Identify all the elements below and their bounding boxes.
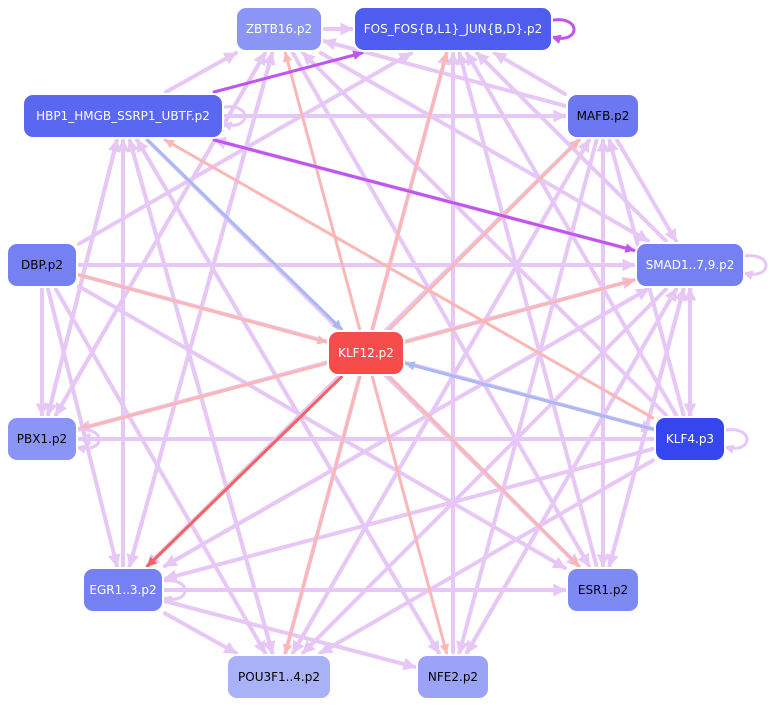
node-egr[interactable]: EGR1..3.p2 [82, 567, 164, 613]
edge-hbp1-to-fos [212, 50, 364, 94]
self-loop-layer [72, 18, 768, 605]
node-klf4[interactable]: KLF4.p3 [654, 416, 726, 462]
node-label: POU3F1..4.p2 [238, 670, 320, 684]
node-box[interactable] [416, 654, 490, 700]
node-label: HBP1_HMGB_SSRP1_UBTF.p2 [36, 109, 210, 123]
edge-nfe2-to-hbp1 [135, 138, 441, 655]
node-box[interactable] [6, 416, 78, 462]
edge-klf12-to-egr [146, 375, 343, 568]
node-fos[interactable]: FOS_FOS{B,L1}_JUN{B,D}.p2 [353, 6, 553, 52]
edge-hbp1-to-smad [212, 138, 636, 253]
node-label: KLF4.p3 [666, 432, 714, 446]
node-label: EGR1..3.p2 [89, 583, 156, 597]
edge-mafb-to-fos [492, 51, 567, 96]
node-label: FOS_FOS{B,L1}_JUN{B,D}.p2 [364, 22, 543, 36]
node-box[interactable] [353, 6, 553, 52]
edge-dbp-to-klf12 [77, 273, 328, 345]
node-hbp1[interactable]: HBP1_HMGB_SSRP1_UBTF.p2 [22, 93, 224, 139]
node-box[interactable] [226, 654, 332, 700]
edge-klf12-to-zbtb16 [283, 51, 362, 331]
node-nfe2[interactable]: NFE2.p2 [416, 654, 490, 700]
edge-klf12-to-smad [404, 277, 636, 344]
edge-pou3f1-to-mafb [290, 138, 592, 655]
node-zbtb16[interactable]: ZBTB16.p2 [235, 6, 323, 52]
edge-hbp1-to-klf12 [146, 138, 343, 331]
node-pbx1[interactable]: PBX1.p2 [6, 416, 78, 462]
edge-klf12-to-nfe2 [370, 375, 449, 655]
node-box[interactable] [82, 567, 164, 613]
edge-egr-to-pou3f1 [163, 611, 238, 655]
node-klf12[interactable]: KLF12.p2 [327, 330, 405, 376]
node-label: PBX1.p2 [17, 432, 67, 446]
edge-mafb-to-smad [615, 138, 678, 243]
node-mafb[interactable]: MAFB.p2 [566, 93, 640, 139]
node-label: KLF12.p2 [338, 346, 394, 360]
node-label: ESR1.p2 [578, 583, 628, 597]
edge-klf12-to-pou3f1 [283, 375, 362, 655]
node-box[interactable] [566, 93, 640, 139]
node-pou3f1[interactable]: POU3F1..4.p2 [226, 654, 332, 700]
self-loop-pbx1 [72, 428, 101, 454]
node-box[interactable] [22, 93, 224, 139]
self-loop-fos [547, 18, 576, 44]
node-label: NFE2.p2 [428, 670, 478, 684]
edge-pbx1-to-zbtb16 [53, 51, 268, 417]
node-label: DBP.p2 [21, 258, 63, 272]
edge-hbp1-to-zbtb16 [164, 51, 238, 94]
self-loop-smad [739, 254, 768, 280]
node-dbp[interactable]: DBP.p2 [6, 242, 78, 288]
edge-egr-to-smad [162, 287, 651, 568]
self-loop-klf4 [720, 428, 749, 454]
edge-zbtb16-to-esr1 [290, 51, 592, 568]
node-box[interactable] [327, 330, 405, 376]
node-smad[interactable]: SMAD1..7,9.p2 [635, 242, 745, 288]
node-label: SMAD1..7,9.p2 [646, 258, 735, 272]
node-label: MAFB.p2 [577, 109, 630, 123]
node-box[interactable] [6, 242, 78, 288]
node-box[interactable] [235, 6, 323, 52]
edge-dbp-to-esr1 [77, 284, 567, 570]
node-esr1[interactable]: ESR1.p2 [566, 567, 640, 613]
self-loop-hbp1 [218, 105, 247, 131]
edge-klf12-to-esr1 [388, 375, 581, 568]
edge-klf4-to-hbp1 [163, 138, 655, 420]
edge-layer [35, 22, 697, 671]
node-box[interactable] [566, 567, 640, 613]
node-box[interactable] [654, 416, 726, 462]
edge-dbp-to-pou3f1 [53, 287, 268, 655]
edge-klf12-to-mafb [388, 138, 581, 331]
node-layer: ZBTB16.p2 FOS_FOS{B,L1}_JUN{B,D}.p2HBP1_H… [6, 6, 745, 700]
edge-klf4-to-klf12 [404, 361, 655, 431]
node-box[interactable] [635, 242, 745, 288]
self-loop-egr [158, 579, 187, 605]
edge-nfe2-to-smad [464, 287, 679, 655]
edge-klf12-to-pbx1 [77, 362, 328, 432]
node-label: ZBTB16.p2 [246, 22, 312, 36]
edge-klf4-to-pou3f1 [318, 458, 655, 655]
